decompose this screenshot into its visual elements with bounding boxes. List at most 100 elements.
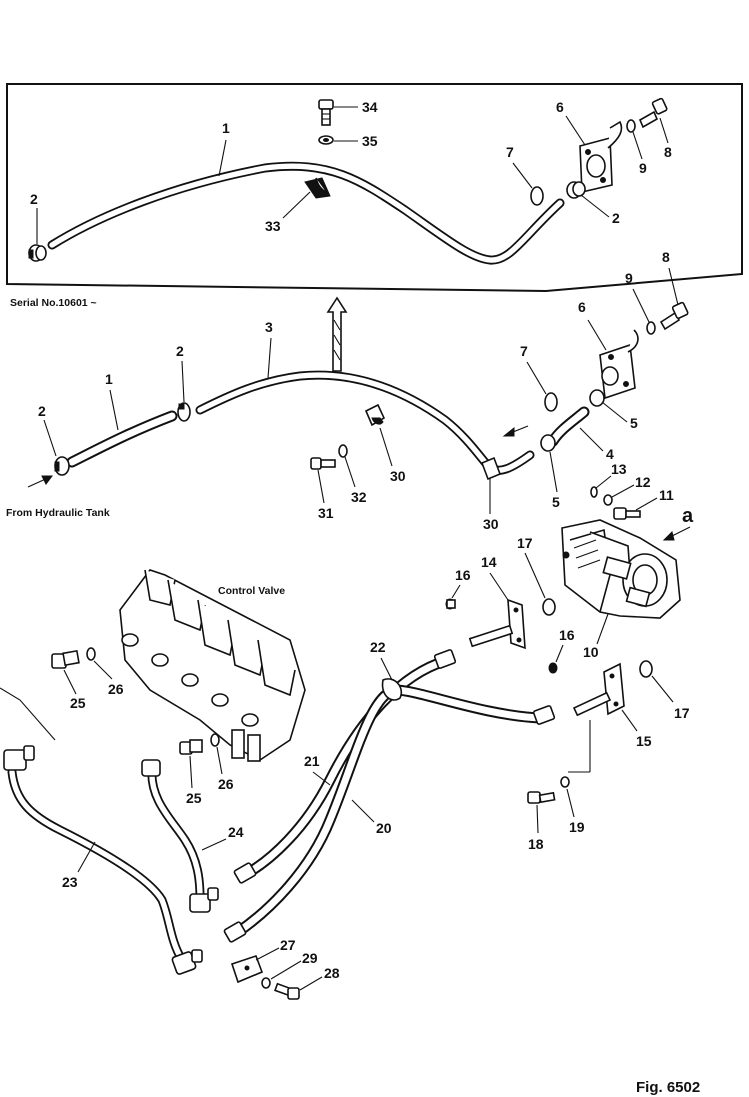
callout-5-lower: 5 <box>552 494 560 510</box>
callout-25-upper: 25 <box>70 695 86 711</box>
suction-pipe <box>195 370 535 475</box>
inset-washer <box>318 135 334 145</box>
inset-bolt-right <box>638 97 668 129</box>
main-callouts: 1 2 2 3 6 9 8 7 5 4 5 13 12 11 30 30 31 … <box>38 249 690 991</box>
callout-22: 22 <box>370 639 386 655</box>
inset-callouts: 1 2 34 35 33 6 7 8 9 2 <box>30 99 672 244</box>
view-arrow-elbow <box>502 425 529 437</box>
pump-washer <box>603 494 613 506</box>
callout-5-upper: 5 <box>630 415 638 431</box>
callout-16-left: 16 <box>455 567 471 583</box>
elbow-o-ring-lower <box>540 434 556 452</box>
suction-elbow <box>547 406 590 447</box>
callout-30-upper: 30 <box>390 468 406 484</box>
hose-fitting-upper-valve <box>233 862 257 884</box>
hose-fitting-upper-pump <box>433 649 457 669</box>
callout-31: 31 <box>318 505 334 521</box>
pump-o-ring-right <box>639 660 653 678</box>
callout-27: 27 <box>280 937 296 953</box>
flange-o-ring <box>544 392 558 412</box>
bolt-18-shank <box>538 791 556 804</box>
pump-bolt <box>613 507 641 520</box>
from-tank-arrow: From Hydraulic Tank <box>6 475 110 519</box>
callout-29: 29 <box>302 950 318 966</box>
callout-30-lower: 30 <box>483 516 499 532</box>
callout-7-top: 7 <box>506 144 514 160</box>
from-tank-label: From Hydraulic Tank <box>6 507 110 519</box>
valve-pipe-long <box>3 745 203 975</box>
inset-pipe <box>47 161 565 265</box>
inset-o-ring <box>530 186 544 206</box>
callout-33: 33 <box>265 218 281 234</box>
suction-flange <box>599 329 639 400</box>
variant-arrow <box>326 296 348 372</box>
valve-o-ring-upper <box>86 647 96 661</box>
elbow-o-ring-upper <box>589 389 605 407</box>
valve-fitting-upper <box>51 649 80 669</box>
hydraulic-pump <box>561 519 681 619</box>
inset-flange <box>579 120 623 193</box>
pump-o-ring-left <box>542 598 556 616</box>
hose-clamp-mid <box>177 402 191 422</box>
pipe-bracket-lower <box>480 456 502 481</box>
callout-18: 18 <box>528 836 544 852</box>
callout-24: 24 <box>228 824 244 840</box>
pipe-bracket-upper <box>364 403 386 427</box>
view-arrow-pump: a <box>662 505 694 541</box>
callout-17-left: 17 <box>517 535 533 551</box>
control-valve: Control Valve <box>119 569 306 762</box>
callout-12: 12 <box>635 474 651 490</box>
callout-26-upper: 26 <box>108 681 124 697</box>
inset-clamp-left <box>28 244 47 262</box>
callout-16-right: 16 <box>559 627 575 643</box>
flange-washer <box>646 321 656 335</box>
callout-15: 15 <box>636 733 652 749</box>
bolt-18-head <box>527 791 541 804</box>
callout-1: 1 <box>105 371 113 387</box>
clamp-washer <box>261 977 271 989</box>
inset-panel: Serial No.10601 ~ <box>6 83 743 309</box>
bracket-washer <box>338 444 348 458</box>
callout-2-top-right: 2 <box>612 210 620 226</box>
inset-washer-small <box>626 119 636 133</box>
pressure-flange-right <box>548 662 625 717</box>
inset-pipe-clamp <box>304 177 331 199</box>
callout-35: 35 <box>362 133 378 149</box>
pump-spring-washer <box>590 486 598 498</box>
callout-1-top: 1 <box>222 120 230 136</box>
pressure-hose-upper <box>242 655 451 879</box>
callout-10: 10 <box>583 644 599 660</box>
hose-clamp-plate <box>230 954 264 984</box>
callout-2-mid: 2 <box>176 343 184 359</box>
callout-9: 9 <box>625 270 633 286</box>
callout-19: 19 <box>569 819 585 835</box>
callout-25-lower: 25 <box>186 790 202 806</box>
callout-4: 4 <box>606 446 614 462</box>
callout-6: 6 <box>578 299 586 315</box>
callout-28: 28 <box>324 965 340 981</box>
clamp-bolt <box>274 982 300 1000</box>
hose-clamp <box>381 678 402 701</box>
callout-7: 7 <box>520 343 528 359</box>
hose-fitting-lower-pump <box>532 705 556 725</box>
valve-pipe-short <box>141 759 219 913</box>
callout-20: 20 <box>376 820 392 836</box>
bracket-bolt <box>310 457 336 470</box>
suction-hose <box>66 410 178 468</box>
callout-2-top-left: 2 <box>30 191 38 207</box>
callout-3: 3 <box>265 319 273 335</box>
flange-bolt <box>659 301 689 331</box>
pressure-hose-lower <box>232 684 546 938</box>
valve-o-ring-lower <box>210 733 220 747</box>
callout-8: 8 <box>662 249 670 265</box>
washer-19 <box>560 776 570 788</box>
callout-34: 34 <box>362 99 378 115</box>
callout-9-top: 9 <box>639 160 647 176</box>
callout-17-right: 17 <box>674 705 690 721</box>
pressure-flange-left <box>445 598 526 650</box>
valve-fitting-lower <box>179 739 203 755</box>
view-marker-a: a <box>682 505 694 527</box>
hose-fitting-lower-valve <box>223 921 247 943</box>
callout-11: 11 <box>659 487 674 503</box>
